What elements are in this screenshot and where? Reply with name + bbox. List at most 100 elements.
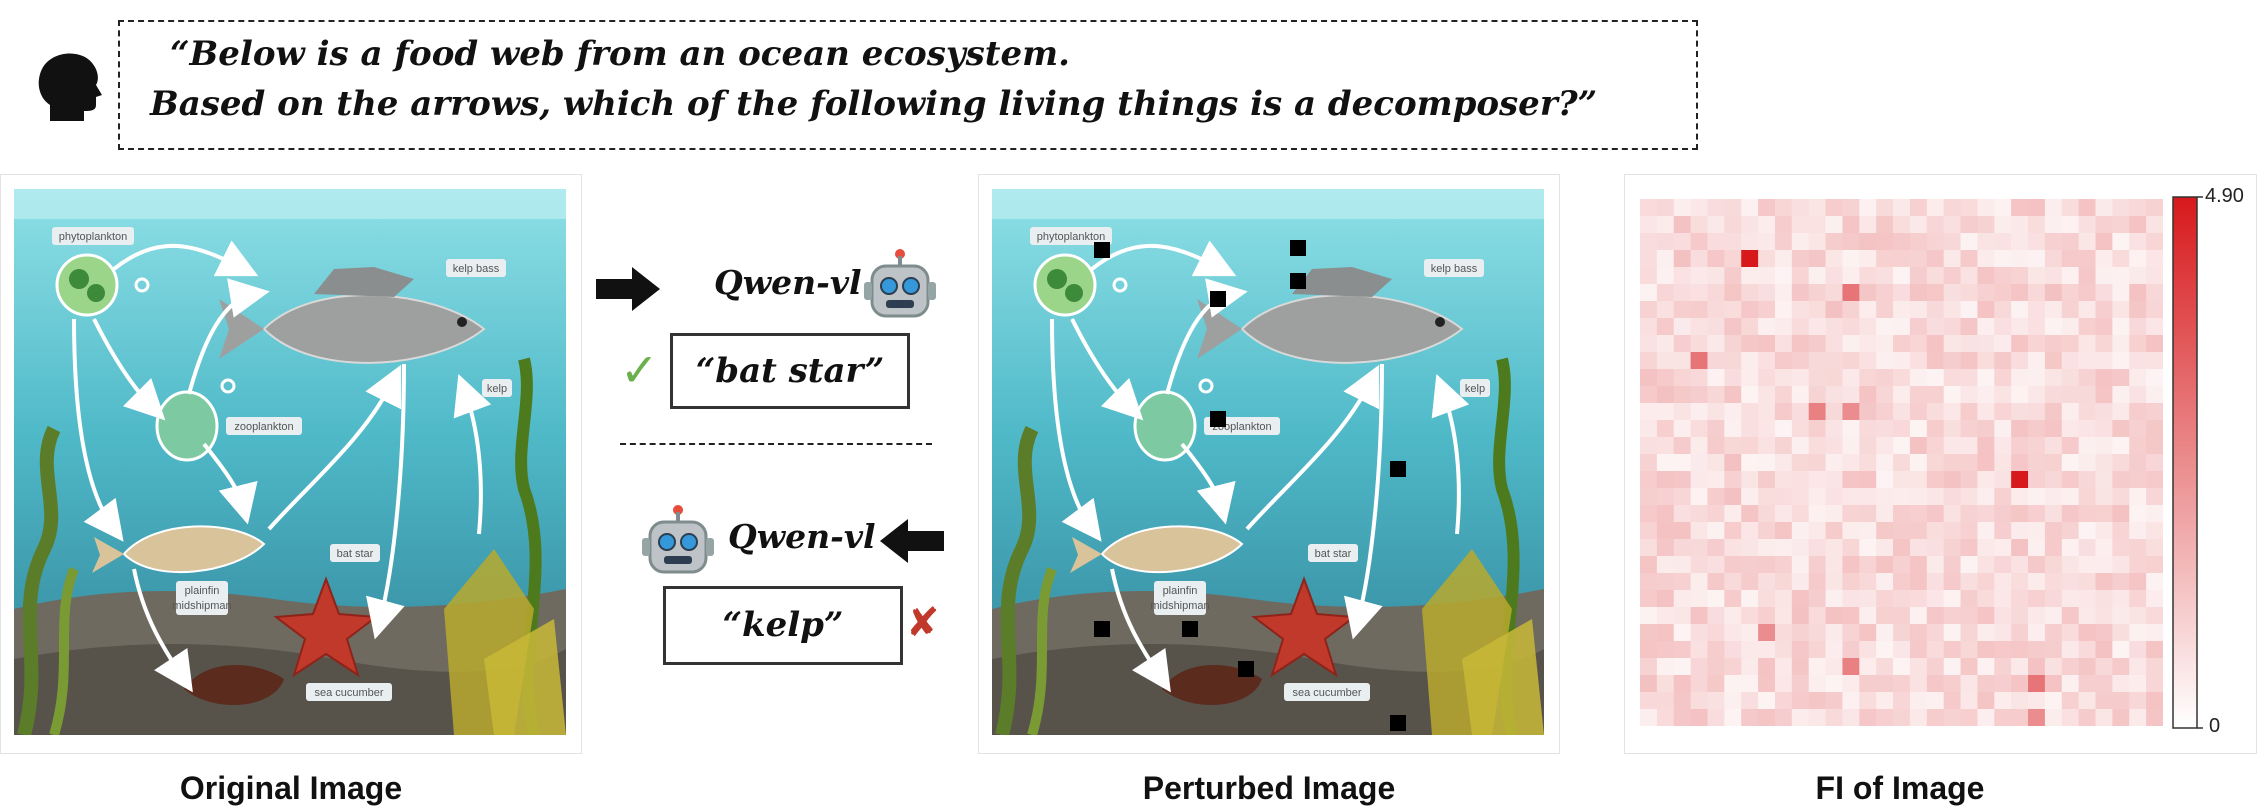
heatmap-cell xyxy=(1741,573,1759,591)
heatmap-cell xyxy=(1758,267,1776,285)
heatmap-cell xyxy=(1656,369,1675,387)
heatmap-cell xyxy=(2028,386,2046,404)
heatmap-cell xyxy=(2146,471,2163,489)
heatmap-cell xyxy=(1977,573,1995,591)
heatmap-cell xyxy=(1774,216,1793,234)
heatmap-cell xyxy=(2061,539,2080,557)
robot-icon-top xyxy=(864,249,936,318)
heatmap-cell xyxy=(2061,505,2080,523)
heatmap-cell xyxy=(1808,233,1827,251)
heatmap-cell xyxy=(1909,454,1928,472)
heatmap-cell xyxy=(1977,284,1995,302)
heatmap-cell xyxy=(1825,573,1843,591)
heatmap-cell xyxy=(1859,590,1877,608)
heatmap-cell xyxy=(1859,692,1877,710)
heatmap-cell xyxy=(1724,335,1742,353)
heatmap-cell xyxy=(1791,335,1810,353)
heatmap-cell xyxy=(2011,420,2029,438)
heatmap-cell xyxy=(1994,658,2012,676)
heatmap-cell xyxy=(2011,233,2029,251)
heatmap-cell xyxy=(2078,318,2097,336)
heatmap-cell xyxy=(1943,709,1962,726)
heatmap-cell xyxy=(1876,522,1894,540)
heatmap-cell xyxy=(1690,216,1708,234)
heatmap-cell xyxy=(1909,216,1928,234)
heatmap-cell xyxy=(1977,522,1995,540)
heatmap-cell xyxy=(2095,624,2113,642)
heatmap-cell xyxy=(1656,709,1675,726)
heatmap-cell xyxy=(1825,675,1843,693)
heatmap-cell xyxy=(1791,352,1810,370)
heatmap-cell xyxy=(1909,471,1928,489)
heatmap-cell xyxy=(1977,539,1995,557)
heatmap-cell xyxy=(1842,709,1860,726)
robot-icon-bottom xyxy=(642,505,714,574)
heatmap-cell xyxy=(1943,250,1962,268)
heatmap-cell xyxy=(2146,709,2163,726)
heatmap-cell xyxy=(2146,641,2163,659)
heatmap-cell xyxy=(1724,233,1742,251)
heatmap-cell xyxy=(2061,675,2080,693)
heatmap-cell xyxy=(1876,675,1894,693)
heatmap-cell xyxy=(1893,250,1911,268)
heatmap-cell xyxy=(1808,352,1827,370)
heatmap-cell xyxy=(1977,386,1995,404)
heatmap-cell xyxy=(1977,352,1995,370)
heatmap-cell xyxy=(2028,301,2046,319)
heatmap-cell xyxy=(2028,488,2046,506)
heatmap-cell xyxy=(1808,437,1827,455)
heatmap-cell xyxy=(1943,199,1962,217)
heatmap-cell xyxy=(1640,692,1658,710)
heatmap-cell xyxy=(1876,505,1894,523)
heatmap-cell xyxy=(1893,199,1911,217)
heatmap-cell xyxy=(1960,301,1978,319)
heatmap-cell xyxy=(1791,624,1810,642)
heatmap-cell xyxy=(1960,607,1978,625)
heatmap-cell xyxy=(1960,522,1978,540)
heatmap-cell xyxy=(1842,539,1860,557)
heatmap-cell xyxy=(1690,675,1708,693)
heatmap-cell xyxy=(1774,624,1793,642)
heatmap-cell xyxy=(1758,692,1776,710)
heatmap-cell xyxy=(1926,420,1945,438)
heatmap-cell xyxy=(1758,573,1776,591)
heatmap-cell xyxy=(1943,505,1962,523)
heatmap-cell xyxy=(1640,216,1658,234)
heatmap-cell xyxy=(1656,573,1675,591)
heatmap-cell xyxy=(2061,267,2080,285)
heatmap-cell xyxy=(1893,216,1911,234)
heatmap-cell xyxy=(1724,556,1742,574)
heatmap-cell xyxy=(1825,471,1843,489)
heatmap-cell xyxy=(1893,522,1911,540)
label-kelp-bass-perturbed: kelp bass xyxy=(1431,263,1478,275)
heatmap-cell xyxy=(2112,403,2130,421)
heatmap-cell xyxy=(1825,505,1843,523)
heatmap-cell xyxy=(1774,284,1793,302)
heatmap-cell xyxy=(2044,556,2063,574)
heatmap-cell xyxy=(1909,199,1928,217)
heatmap-cell xyxy=(1994,692,2012,710)
heatmap-cell xyxy=(1774,403,1793,421)
heatmap-cell xyxy=(1943,420,1962,438)
heatmap-cell xyxy=(2112,624,2130,642)
heatmap-cell xyxy=(1774,590,1793,608)
heatmap-cell xyxy=(1774,199,1793,217)
heatmap-cell xyxy=(2078,471,2097,489)
heatmap-cell xyxy=(1724,522,1742,540)
heatmap-cell xyxy=(2011,403,2029,421)
heatmap-cell xyxy=(1690,522,1708,540)
heatmap-cell xyxy=(1640,624,1658,642)
heatmap-cell xyxy=(1893,573,1911,591)
label-kelp: kelp xyxy=(487,383,507,395)
heatmap-cell xyxy=(1724,454,1742,472)
heatmap-cell xyxy=(2011,318,2029,336)
heatmap-cell xyxy=(1724,505,1742,523)
heatmap-cell xyxy=(2044,250,2063,268)
heatmap-cell xyxy=(1791,199,1810,217)
heatmap-cell xyxy=(1724,709,1742,726)
colorbar-min-label: 0 xyxy=(2209,715,2221,737)
heatmap-cell xyxy=(1926,267,1945,285)
heatmap-cell xyxy=(1994,250,2012,268)
heatmap-cell xyxy=(1994,556,2012,574)
heatmap-cell xyxy=(1876,590,1894,608)
